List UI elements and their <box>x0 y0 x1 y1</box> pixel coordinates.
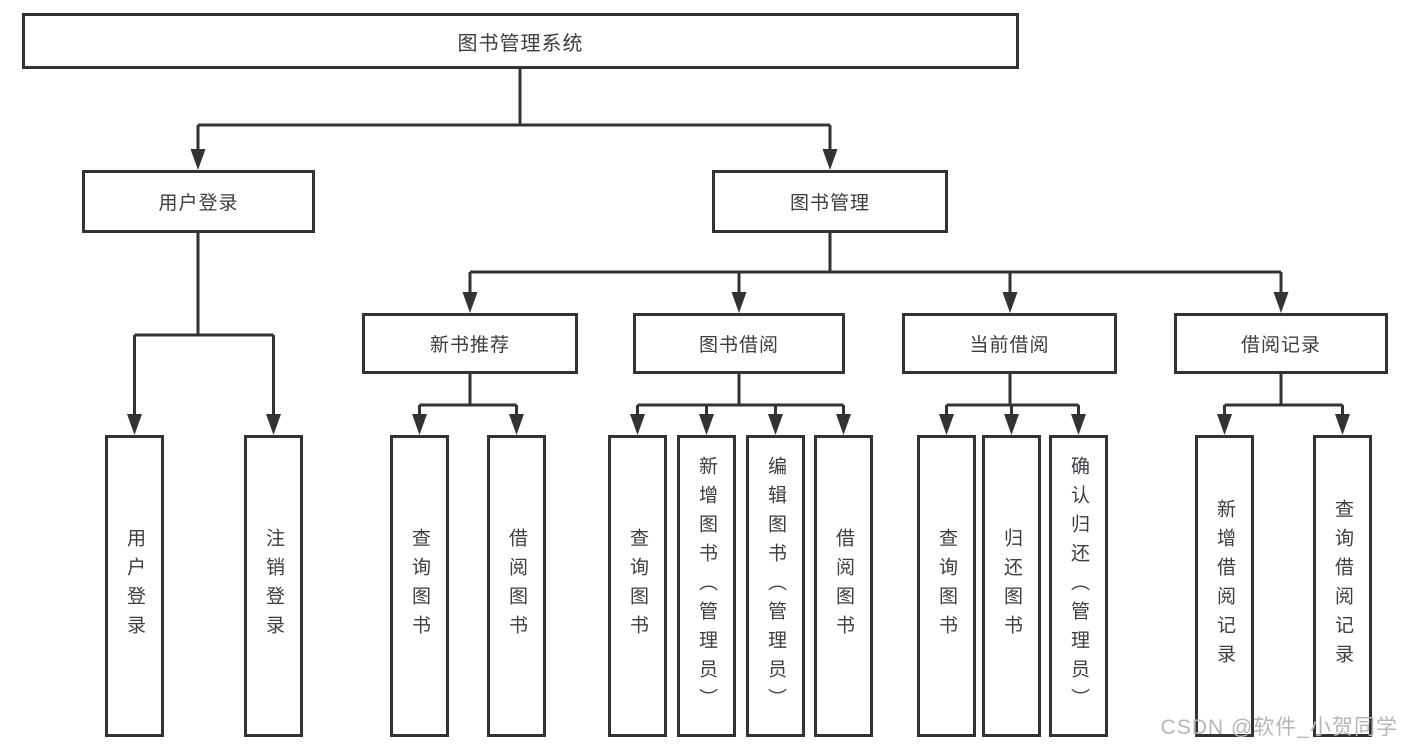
leaf-label: 查询借阅记录 <box>1332 499 1353 673</box>
leaf-query-books-borrow: 查询图书 <box>608 435 667 737</box>
leaf-label: 新增借阅记录 <box>1214 499 1235 673</box>
watermark: CSDN @软件_小贺同学 <box>1160 716 1398 739</box>
arrow-down-icon <box>822 149 838 170</box>
leaf-label: 查询图书 <box>627 528 648 644</box>
leaf-add-borrow-record: 新增借阅记录 <box>1195 435 1254 737</box>
leaf-confirm-return-admin: 确认归还（管理员） <box>1049 435 1108 737</box>
arrow-down-icon <box>127 414 142 435</box>
arrow-down-icon <box>266 414 281 435</box>
leaf-label: 编辑图书（管理员） <box>765 455 786 717</box>
node-current-borrow: 当前借阅 <box>902 313 1117 374</box>
leaf-label: 查询图书 <box>936 528 957 644</box>
leaf-label: 用户登录 <box>124 528 145 644</box>
arrow-down-icon <box>1217 414 1232 435</box>
leaf-borrow-books-recommend: 借阅图书 <box>487 435 546 737</box>
arrow-down-icon <box>731 292 747 313</box>
node-book-management: 图书管理 <box>712 170 948 233</box>
arrow-down-icon <box>1004 414 1019 435</box>
arrow-down-icon <box>1071 414 1086 435</box>
leaf-query-books-current: 查询图书 <box>917 435 976 737</box>
arrow-down-icon <box>768 414 783 435</box>
leaf-add-book-admin: 新增图书（管理员） <box>677 435 736 737</box>
leaf-label: 新增图书（管理员） <box>696 455 717 717</box>
leaf-label: 借阅图书 <box>506 528 527 644</box>
arrow-down-icon <box>412 414 427 435</box>
node-book-borrow: 图书借阅 <box>633 313 845 374</box>
leaf-borrow-books: 借阅图书 <box>814 435 873 737</box>
leaf-logout: 注销登录 <box>244 435 303 737</box>
leaf-label: 确认归还（管理员） <box>1068 455 1089 717</box>
node-user-login: 用户登录 <box>82 170 315 233</box>
node-new-book-recommend: 新书推荐 <box>362 313 578 374</box>
node-borrow-records: 借阅记录 <box>1174 313 1388 374</box>
arrow-down-icon <box>699 414 714 435</box>
arrow-down-icon <box>1002 292 1018 313</box>
leaf-edit-book-admin: 编辑图书（管理员） <box>746 435 805 737</box>
leaf-label: 查询图书 <box>409 528 430 644</box>
arrow-down-icon <box>190 149 206 170</box>
leaf-user-login: 用户登录 <box>105 435 164 737</box>
leaf-label: 归还图书 <box>1001 528 1022 644</box>
arrow-down-icon <box>509 414 524 435</box>
arrow-down-icon <box>1273 292 1289 313</box>
leaf-return-book: 归还图书 <box>982 435 1041 737</box>
arrow-down-icon <box>939 414 954 435</box>
leaf-query-books-recommend: 查询图书 <box>390 435 449 737</box>
arrow-down-icon <box>630 414 645 435</box>
arrow-down-icon <box>836 414 851 435</box>
arrow-down-icon <box>462 292 478 313</box>
node-root: 图书管理系统 <box>22 13 1019 69</box>
arrow-down-icon <box>1335 414 1350 435</box>
leaf-label: 注销登录 <box>263 528 284 644</box>
leaf-label: 借阅图书 <box>833 528 854 644</box>
leaf-query-borrow-record: 查询借阅记录 <box>1313 435 1372 737</box>
